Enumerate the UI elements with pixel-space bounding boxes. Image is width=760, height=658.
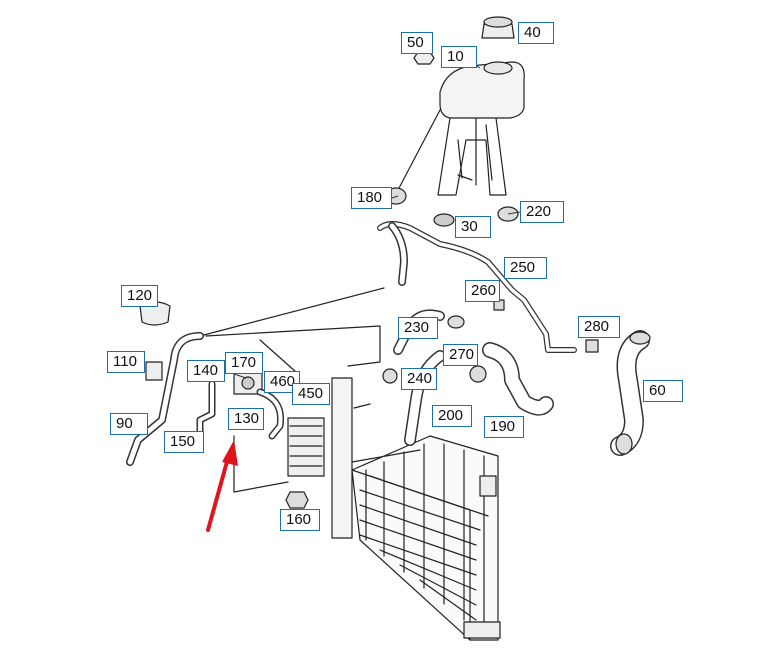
callout-180: 180 [351,187,392,209]
callout-190: 190 [484,416,524,438]
callout-250: 250 [504,257,547,279]
pump-170 [233,371,263,395]
callout-220: 220 [520,201,564,223]
radiator [331,377,501,641]
callout-230: 230 [398,317,438,339]
callout-140: 140 [187,360,225,382]
callout-50: 50 [401,32,433,54]
tank-cap [481,16,515,39]
callout-450: 450 [292,383,330,405]
oil-cooler-130 [287,417,325,477]
callout-280: 280 [578,316,620,338]
callout-60: 60 [643,380,683,402]
highlight-arrow [206,440,238,532]
callout-40: 40 [518,22,554,44]
callout-460: 460 [264,371,300,393]
callout-240: 240 [401,368,437,390]
callout-110: 110 [107,351,145,373]
callout-90: 90 [110,413,148,435]
callout-130: 130 [228,408,264,430]
callout-150: 150 [164,431,204,453]
expansion-tank [437,61,525,196]
callout-260: 260 [465,280,500,302]
callout-200: 200 [432,405,472,427]
callout-160: 160 [280,509,320,531]
callout-170: 170 [225,352,263,374]
washer-30 [433,213,455,227]
callout-10: 10 [441,46,477,68]
callout-120: 120 [121,285,158,307]
callout-270: 270 [443,344,478,366]
callout-30: 30 [455,216,491,238]
